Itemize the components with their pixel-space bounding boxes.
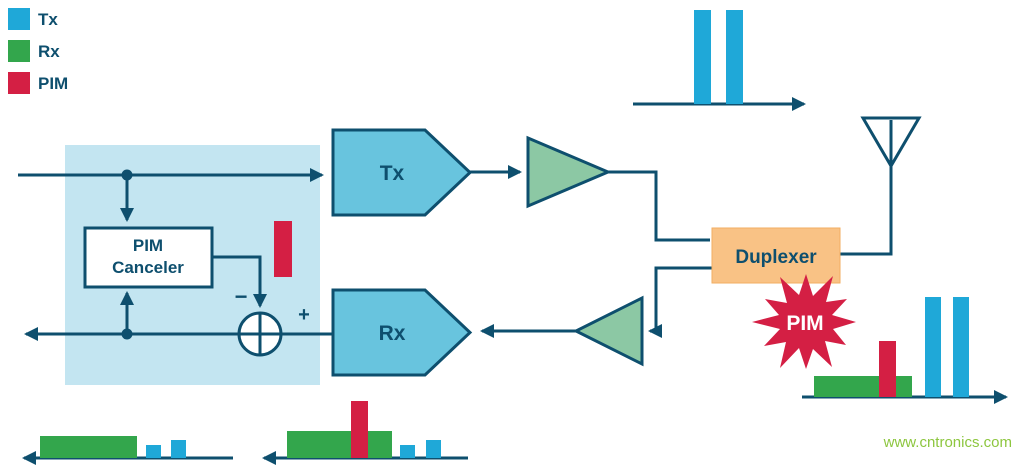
tx-amplifier-icon [526,135,612,209]
rx-spectrum-bar [814,376,912,397]
legend-label-tx: Tx [38,10,58,29]
legend-label-pim: PIM [38,74,68,93]
pim-canceler-box [83,226,214,289]
tx-spectrum-bar [726,10,743,104]
antenna-triangle [860,116,922,169]
minus-sign: − [235,284,248,309]
duplexer-block: Duplexer [711,227,841,284]
rx-clean-spectrum-plot [22,436,233,465]
summing-junction: − + [235,284,310,357]
pim-canceler-label-line1: PIM [133,236,163,255]
tx-spectrum-plot [633,10,806,111]
junction-dot-top [121,169,133,181]
tx-spectrum-bar [953,297,969,397]
duplexer-label: Duplexer [735,247,817,268]
pim-burst: PIM [752,274,856,369]
duplexer-box [711,227,841,284]
duplexer-to-antenna-line [840,120,893,256]
plus-sign: + [298,304,310,326]
pim-canceler-label-line2: Canceler [112,258,184,277]
pim-spectrum-bar [351,401,368,458]
antenna-spectrum-plot [802,297,1008,404]
legend-swatch-rx [8,40,30,62]
rx-spectrum-bar [40,436,137,458]
rx-block-label: Rx [379,322,406,345]
pim-burst-label: PIM [786,312,823,335]
canceler-output-line [212,255,267,308]
rx-pim-spectrum-plot [262,401,468,465]
pim-canceler-block: PIM Canceler [83,226,214,289]
duplexer-to-amp-line [648,266,712,338]
watermark-text: www.cntronics.com [883,434,1012,451]
tx-spectrum-bar [694,10,711,104]
legend: Tx Rx PIM [8,8,68,94]
antenna-icon [860,116,922,169]
pim-estimate-bar [274,221,292,277]
tx-spectrum-bar [146,445,161,458]
legend-swatch-tx [8,8,30,30]
pim-burst-star [752,274,856,369]
pim-spectrum-bar [879,341,896,397]
tx-block-shape [331,128,473,217]
rx-amplifier-icon [572,295,644,367]
tx-block: Tx [331,128,473,217]
rx-block-shape [331,288,473,377]
rx-block: Rx [331,288,473,377]
tx-block-label: Tx [380,162,405,185]
junction-dot-bottom [121,328,133,340]
tx-spectrum-bar [171,440,186,458]
rx-spectrum-bar [287,431,392,458]
tx-spectrum-bar [426,440,441,458]
tx-spectrum-bar [400,445,415,458]
amp-to-duplexer-line [608,170,710,242]
signal-lines [18,120,893,341]
summing-cross [239,313,281,355]
legend-swatch-pim [8,72,30,94]
tx-spectrum-bar [925,297,941,397]
legend-label-rx: Rx [38,42,60,61]
